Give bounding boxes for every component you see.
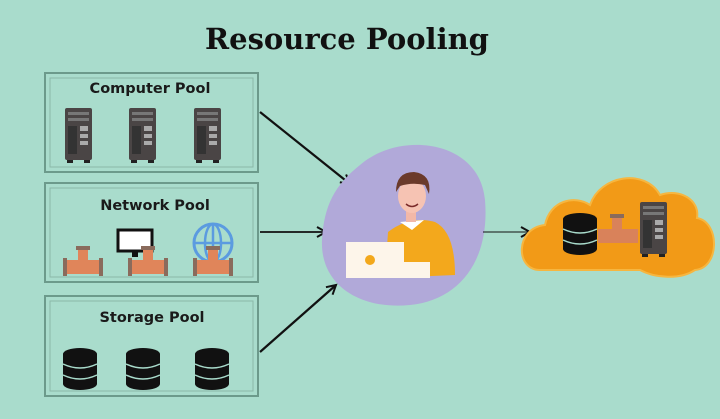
storage-pool-box: Storage Pool [44,295,259,397]
server-icon [129,108,156,163]
cloud-icon [520,177,715,278]
arrow-computer-to-user [259,111,350,184]
database-icon [62,347,98,391]
pipe-tee-icon [63,246,103,276]
server-icon [65,108,92,163]
user-illustration [321,144,486,306]
database-icon [562,212,598,256]
database-icon [194,347,230,391]
database-icon [125,347,161,391]
computer-pool-label: Computer Pool [90,81,211,97]
arrow-storage-to-user [259,285,336,353]
server-icon [194,108,221,163]
network-pool-box: Network Pool [44,182,259,283]
network-pool-label: Network Pool [100,198,210,214]
monitor-icon [116,228,154,257]
pipe-tee-icon [598,214,638,243]
storage-pool-label: Storage Pool [99,310,204,326]
diagram-title: Resource Pooling [205,22,489,56]
pipe-tee-icon [193,246,233,276]
server-icon [640,202,667,257]
computer-pool-box: Computer Pool [44,72,259,173]
